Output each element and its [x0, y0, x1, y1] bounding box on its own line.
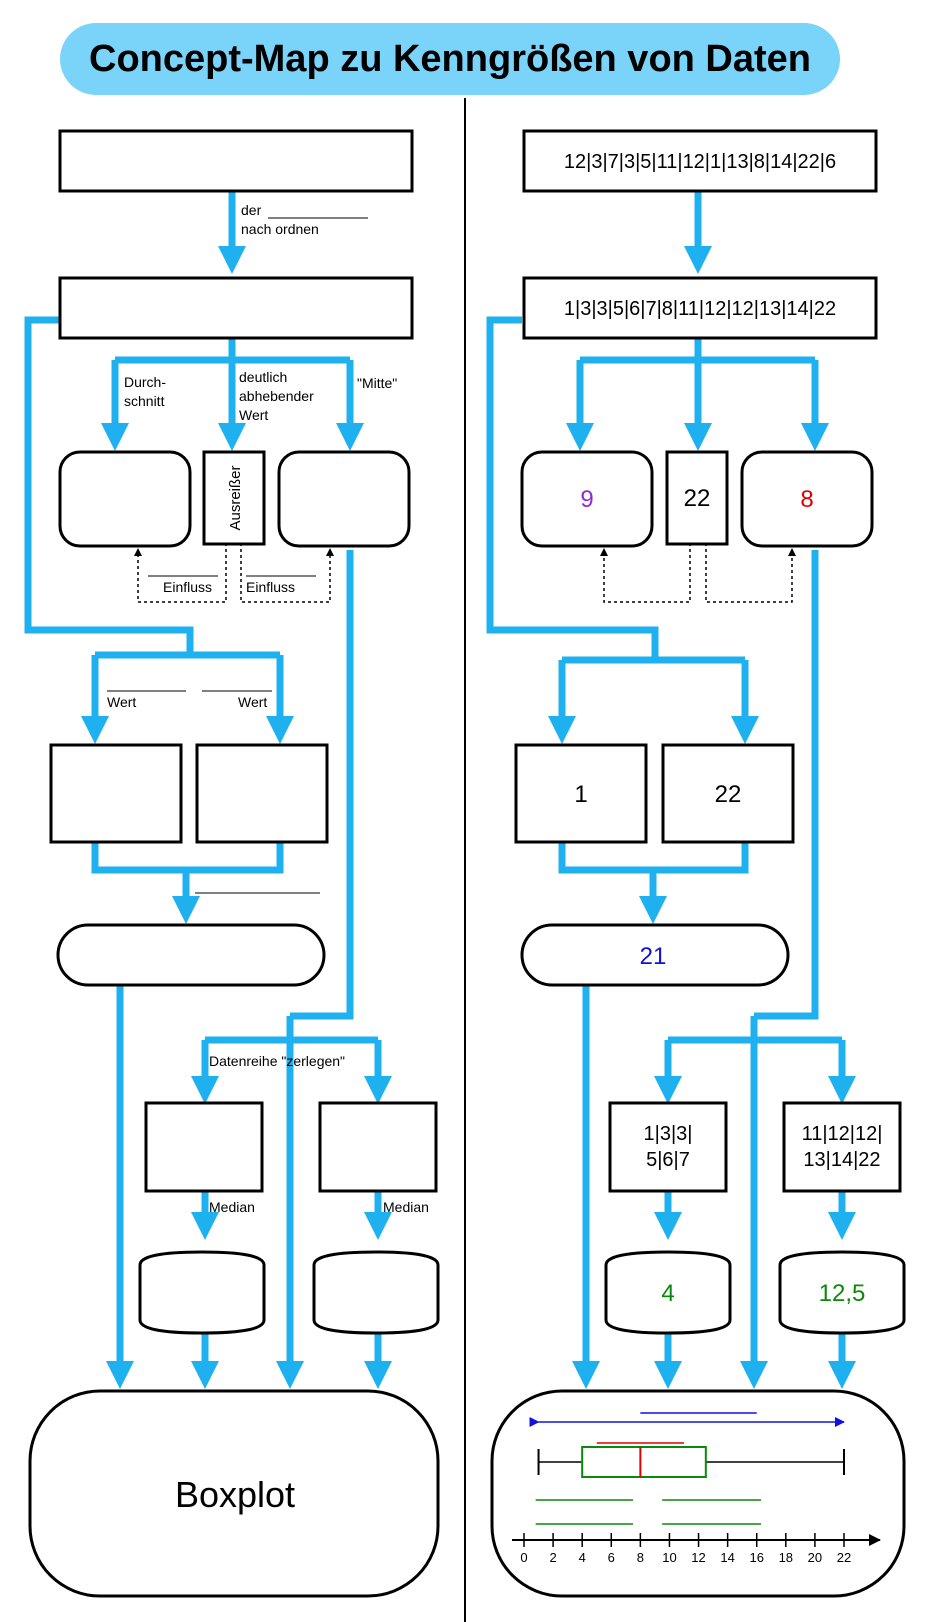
outlier-value: 22: [684, 485, 711, 512]
lower-median-label: Median: [209, 1199, 255, 1215]
upper-half-box: [318, 1101, 438, 1193]
mean-box: [58, 450, 192, 548]
raw-data-box-filled: [522, 129, 878, 193]
outlier-label-1: deutlich: [239, 369, 287, 385]
mean-value: 9: [580, 486, 593, 513]
lower-half-line-2: 5|6|7: [646, 1149, 690, 1171]
range-value: 21: [640, 943, 667, 970]
axis-tick-label: 2: [549, 1550, 556, 1565]
sorted-data-box-filled: [522, 276, 878, 340]
axis-tick-label: 16: [749, 1550, 763, 1565]
upper-half-line-2: 13|14|22: [803, 1149, 880, 1171]
page-title: Concept-Map zu Kenngrößen von Daten: [89, 37, 811, 80]
right-influence-arrows: [600, 543, 796, 603]
outlier-box-filled: [665, 450, 729, 546]
sorted-data-value: 1|3|3|5|6|7|8|11|12|12|13|14|22: [564, 298, 836, 320]
axis-tick-label: 12: [691, 1550, 705, 1565]
q1-box-filled: [604, 1250, 732, 1335]
axis-tick-label: 22: [837, 1550, 851, 1565]
q3-value: 12,5: [819, 1280, 866, 1307]
raw-data-box: [58, 129, 414, 193]
max-box-filled: [661, 743, 795, 844]
right-flow-arrows: [486, 190, 856, 1389]
boxplot-label: Boxplot: [175, 1474, 295, 1515]
mean-label-2: schnitt: [124, 393, 165, 409]
boxplot-chart: 0 2 4 6 8 10 12 14 16 18 20 22: [512, 1412, 881, 1565]
split-label: Datenreihe "zerlegen": [209, 1053, 345, 1069]
median-label: "Mitte": [357, 375, 397, 391]
axis-tick-label: 14: [720, 1550, 734, 1565]
axis-tick-label: 4: [579, 1550, 586, 1565]
axis-tick-label: 10: [662, 1550, 676, 1565]
outlier-box: [202, 450, 266, 546]
axis-tick-label: 20: [808, 1550, 822, 1565]
mean-box-filled: [520, 450, 654, 548]
q3-box: [312, 1250, 440, 1335]
left-flow-arrows: [24, 190, 392, 1389]
axis-tick-label: 0: [520, 1550, 527, 1565]
min-value: 1: [574, 781, 587, 808]
axis-tick-label: 6: [608, 1550, 615, 1565]
title-banner: Concept-Map zu Kenngrößen von Daten: [60, 23, 840, 95]
range-box: [56, 923, 326, 987]
upper-median-label: Median: [383, 1199, 429, 1215]
influence-right-label: Einfluss: [246, 579, 295, 595]
mean-label-1: Durch-: [124, 374, 166, 390]
left-influence-arrows: [134, 543, 334, 603]
median-box: [277, 450, 411, 548]
influence-left-label: Einfluss: [163, 579, 212, 595]
boxplot-box: [28, 1389, 440, 1598]
max-value: 22: [715, 781, 742, 808]
upper-half-box-filled: [782, 1101, 902, 1193]
min-box: [49, 743, 183, 844]
sort-label-2: nach ordnen: [241, 221, 319, 237]
q1-value: 4: [661, 1280, 674, 1307]
min-box-filled: [514, 743, 648, 844]
q1-box: [138, 1250, 266, 1335]
raw-data-value: 12|3|7|3|5|11|12|1|13|8|14|22|6: [564, 151, 836, 173]
boxplot-box-filled: [490, 1389, 906, 1598]
sort-label-1: der: [241, 202, 262, 218]
sorted-data-box: [58, 276, 414, 340]
upper-half-line-1: 11|12|12|: [802, 1123, 883, 1145]
outlier-label-2: abhebender: [239, 388, 314, 404]
axis-tick-label: 18: [779, 1550, 793, 1565]
range-box-filled: [520, 923, 790, 987]
lower-half-line-1: 1|3|3|: [644, 1123, 693, 1145]
max-box: [195, 743, 329, 844]
outlier-label-3: Wert: [239, 407, 268, 423]
lower-half-box-filled: [608, 1101, 728, 1193]
min-label: Wert: [107, 694, 136, 710]
q3-box-filled: [778, 1250, 906, 1335]
box-iqr: [581, 1446, 707, 1478]
median-box-filled: [740, 450, 874, 548]
axis-tick-label: 8: [637, 1550, 644, 1565]
outlier-box-label: Ausreißer: [227, 465, 244, 530]
median-value: 8: [800, 486, 813, 513]
lower-half-box: [144, 1101, 264, 1193]
max-label: Wert: [238, 694, 267, 710]
